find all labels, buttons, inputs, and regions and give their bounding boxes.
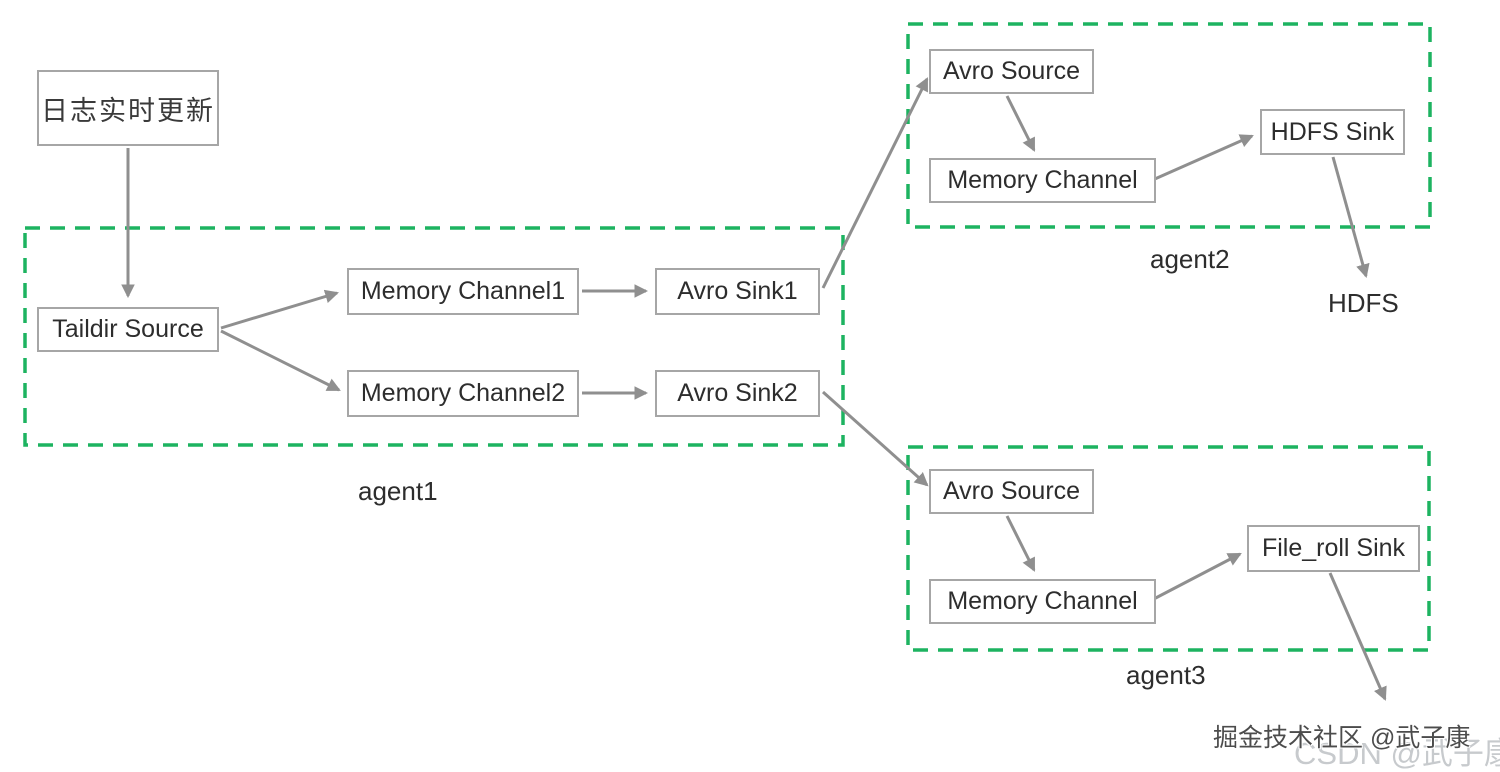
arrow-agent2-memory-channel-to-hdfs-sink [1147, 134, 1254, 184]
arrow-file-roll-sink-to-output [1328, 572, 1387, 701]
memory-channel2-node: Memory Channel2 [347, 370, 579, 417]
csdn-watermark: CSDN @武子康 [1294, 736, 1500, 771]
arrow-agent3-avro-source-to-memory-channel [1005, 515, 1036, 572]
agent3-memory-channel-node: Memory Channel [929, 579, 1156, 624]
agent3-label: agent3 [1126, 660, 1206, 690]
agent2-memory-channel-node: Memory Channel [929, 158, 1156, 203]
arrow-agent2-avro-source-to-memory-channel [1005, 95, 1036, 152]
arrow-avro-sink1-to-agent2-avro-source [821, 77, 929, 289]
file-roll-sink-node: File_roll Sink [1247, 525, 1420, 572]
memory-channel1-node: Memory Channel1 [347, 268, 579, 315]
arrow-hdfs-sink-to-hdfs [1331, 156, 1370, 278]
arrow-taildir-to-memory-channel1 [220, 289, 339, 330]
agent1-group-box [23, 226, 845, 447]
arrow-agent3-memory-channel-to-file-roll-sink [1147, 552, 1242, 604]
agent2-avro-source-node: Avro Source [929, 49, 1094, 94]
agent2-group-box [906, 22, 1432, 229]
agent1-label: agent1 [358, 476, 438, 506]
avro-sink2-node: Avro Sink2 [655, 370, 820, 417]
agent2-label: agent2 [1150, 244, 1230, 274]
avro-sink1-node: Avro Sink1 [655, 268, 820, 315]
arrow-taildir-to-memory-channel2 [220, 329, 341, 392]
hdfs-output-label: HDFS [1328, 288, 1399, 318]
taildir-source-node: Taildir Source [37, 307, 219, 352]
hdfs-sink-node: HDFS Sink [1260, 109, 1405, 155]
agent3-group-box [906, 445, 1431, 652]
community-watermark: 掘金技术社区 @武子康 [1213, 724, 1471, 752]
log-realtime-update-node: 日志实时更新 [37, 70, 219, 146]
arrow-avro-sink2-to-agent3-avro-source [822, 390, 929, 487]
agent3-avro-source-node: Avro Source [929, 469, 1094, 514]
